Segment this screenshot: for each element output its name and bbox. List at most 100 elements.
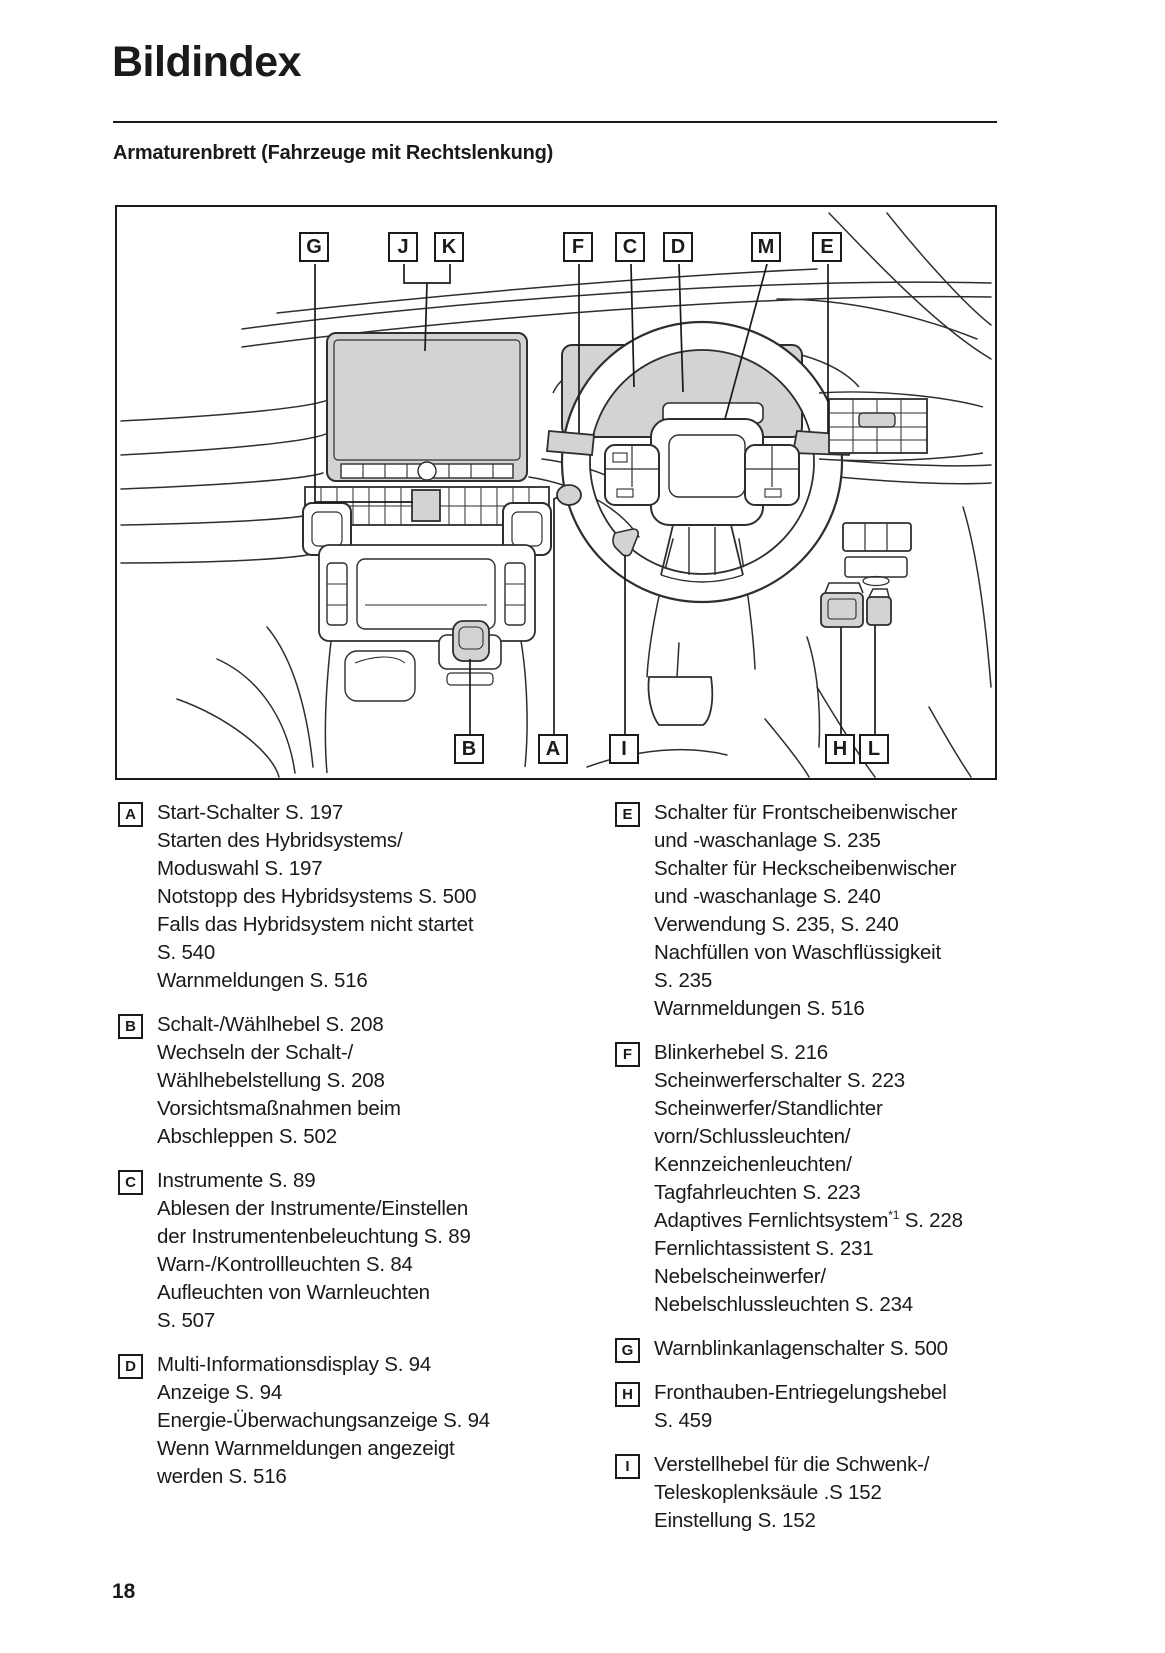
legend-line: Einstellung S. 152 [654, 1509, 816, 1532]
tilt-telescopic-lever [612, 528, 639, 557]
legend-line: Vorsichtsmaßnahmen beim [157, 1097, 401, 1120]
diagram-callout-L: L [859, 734, 889, 764]
legend-line: S. 235 [654, 969, 713, 992]
legend-line: Multi-Informationsdisplay S. 94 [157, 1353, 432, 1376]
dash-contours [120, 212, 992, 778]
legend-item-C: C Instrumente S. 89 Ablesen der Instrument… [118, 1167, 590, 1335]
page-title: Bildindex [112, 38, 302, 86]
legend-line: S. 459 [654, 1409, 713, 1432]
legend-line: Tagfahrleuchten S. 223 [654, 1181, 861, 1204]
legend-letter-box: A [118, 802, 143, 827]
legend-line: Warnmeldungen S. 516 [157, 969, 368, 992]
title-divider [113, 121, 997, 123]
legend-line: Schalter für Frontscheibenwischer [654, 801, 958, 824]
legend-line: Ablesen der Instrumente/Einstellen [157, 1197, 469, 1220]
legend-letter-box: D [118, 1354, 143, 1379]
legend-line: Abschleppen S. 502 [157, 1125, 337, 1148]
legend-line: Start-Schalter S. 197 [157, 801, 344, 824]
legend-line: Blinkerhebel S. 216 [654, 1041, 828, 1064]
diagram-callout-A: A [538, 734, 568, 764]
legend-item-I: I Verstellhebel für die Schwenk-/ Teleskop… [615, 1451, 1040, 1535]
legend-line: Nebelschlussleuchten S. 234 [654, 1293, 913, 1316]
brake-pedal [647, 676, 714, 726]
legend-line: Scheinwerferschalter S. 223 [654, 1069, 905, 1092]
legend-letter-box: H [615, 1382, 640, 1407]
legend-line: Nachfüllen von Waschflüssigkeit [654, 941, 942, 964]
legend-letter-box: I [615, 1454, 640, 1479]
legend-line: Aufleuchten von Warnleuchten [157, 1281, 430, 1304]
start-switch [556, 484, 582, 506]
legend-line: Kennzeichenleuchten/ [654, 1153, 852, 1176]
legend-line: Wechseln der Schalt-/ [157, 1041, 353, 1064]
diagram-callout-B: B [454, 734, 484, 764]
legend-line: S. 540 [157, 941, 216, 964]
legend-line: Nebelscheinwerfer/ [654, 1265, 826, 1288]
switch-panel [842, 522, 912, 552]
legend-line: Warnblinkanlagenschalter S. 500 [654, 1337, 948, 1360]
diagram-callout-E: E [812, 232, 842, 262]
center-console [318, 544, 536, 774]
section-heading: Armaturenbrett (Fahrzeuge mit Rechtslenk… [113, 142, 554, 164]
legend-text: Schalter für Frontscheibenwischer und -wa… [654, 799, 958, 1023]
diagram-callout-G: G [299, 232, 329, 262]
legend-line: Schalter für Heckscheibenwischer [654, 857, 957, 880]
legend-line: werden S. 516 [157, 1465, 287, 1488]
legend-line: Wählhebelstellung S. 208 [157, 1069, 385, 1092]
legend-line: vorn/Schlussleuchten/ [654, 1125, 851, 1148]
page-number: 18 [112, 1580, 136, 1603]
legend-line: Starten des Hybridsystems/ [157, 829, 403, 852]
legend-letter-box: F [615, 1042, 640, 1067]
turn-signal-stalk [546, 430, 595, 456]
leader-lines [314, 263, 876, 735]
legend-line: Fernlichtassistent S. 231 [654, 1237, 874, 1260]
hood-release-lever [820, 592, 864, 628]
secondary-release-lever [866, 596, 892, 626]
legend-item-D: D Multi-Informationsdisplay S. 94 Anzeige … [118, 1351, 590, 1491]
legend-line: S. 507 [157, 1309, 216, 1332]
legend-line: und -waschanlage S. 235 [654, 829, 881, 852]
legend-text: Multi-Informationsdisplay S. 94 Anzeige S… [157, 1351, 490, 1491]
legend-text: Fronthauben-Entriegelungshebel S. 459 [654, 1379, 947, 1435]
legend-line: Scheinwerfer/Standlichter [654, 1097, 883, 1120]
legend-line: Instrumente S. 89 [157, 1169, 316, 1192]
legend-text: Instrumente S. 89 Ablesen der Instrumente… [157, 1167, 471, 1335]
legend-line: Fronthauben-Entriegelungshebel [654, 1381, 947, 1404]
dashboard-diagram: G J K F C D M E B A I H L [115, 205, 997, 780]
diagram-callout-D: D [663, 232, 693, 262]
legend-line: Schalt-/Wählhebel S. 208 [157, 1013, 384, 1036]
touchscreen-display [326, 332, 528, 482]
legend-letter-box: B [118, 1014, 143, 1039]
legend-line: der Instrumentenbeleuchtung S. 89 [157, 1225, 471, 1248]
diagram-callout-F: F [563, 232, 593, 262]
legend-line: Moduswahl S. 197 [157, 857, 323, 880]
legend-line: und -waschanlage S. 240 [654, 885, 881, 908]
dashboard-illustration [120, 212, 992, 778]
diagram-callout-M: M [751, 232, 781, 262]
steering-wheel [546, 320, 855, 604]
legend-line: Anzeige S. 94 [157, 1381, 283, 1404]
legend-line: Warn-/Kontrollleuchten S. 84 [157, 1253, 413, 1276]
legend-text: Warnblinkanlagenschalter S. 500 [654, 1335, 948, 1363]
legend-text: Verstellhebel für die Schwenk-/ Teleskopl… [654, 1451, 929, 1535]
legend-item-H: H Fronthauben-Entriegelungshebel S. 459 [615, 1379, 1040, 1435]
shift-lever [452, 620, 490, 662]
legend-line: Notstopp des Hybridsystems S. 500 [157, 885, 477, 908]
right-dash-cluster [818, 391, 984, 628]
legend-line: Teleskoplenksäule .S 152 [654, 1481, 882, 1504]
legend-item-G: G Warnblinkanlagenschalter S. 500 [615, 1335, 1040, 1363]
legend-line: Energie-Überwachungsanzeige S. 94 [157, 1409, 491, 1432]
diagram-callout-K: K [434, 232, 464, 262]
diagram-callout-H: H [825, 734, 855, 764]
legend-letter-box: G [615, 1338, 640, 1363]
legend-letter-box: C [118, 1170, 143, 1195]
legend-line: Verstellhebel für die Schwenk-/ [654, 1453, 930, 1476]
